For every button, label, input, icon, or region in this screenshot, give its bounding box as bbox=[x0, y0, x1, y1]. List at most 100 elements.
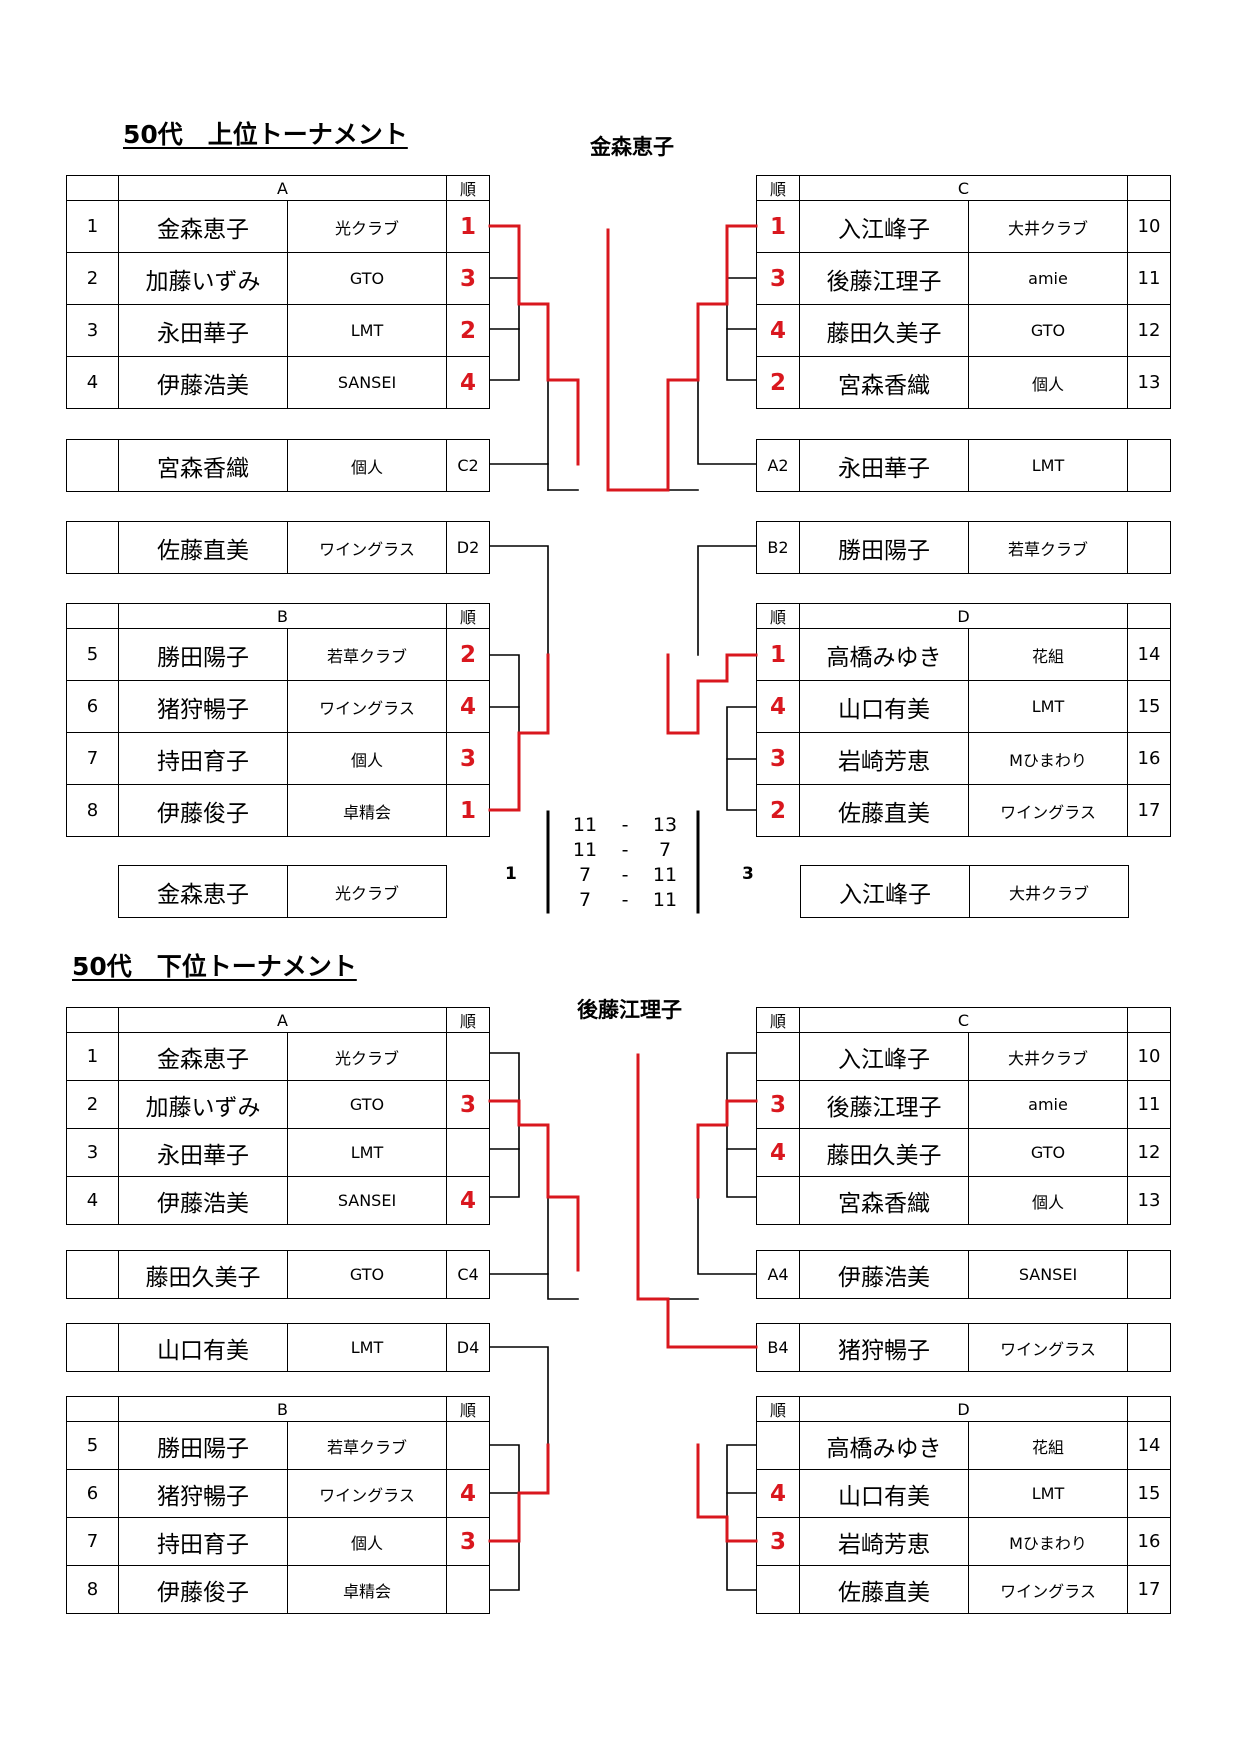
player-rank: 3 bbox=[446, 252, 490, 305]
player-rank: 3 bbox=[446, 732, 490, 785]
player-club: 個人 bbox=[287, 1517, 447, 1566]
player-name: 持田育子 bbox=[118, 732, 288, 785]
seed-label: A4 bbox=[756, 1250, 800, 1299]
player-club: 花組 bbox=[968, 628, 1128, 681]
final-right-games: 3 bbox=[742, 864, 754, 884]
player-name: 伊藤浩美 bbox=[118, 1176, 288, 1225]
player-number: 17 bbox=[1127, 784, 1171, 837]
player-club: amie bbox=[968, 1080, 1128, 1129]
player-number: 3 bbox=[66, 1128, 119, 1177]
player-number: 13 bbox=[1127, 356, 1171, 409]
seed-label: D4 bbox=[446, 1323, 490, 1372]
player-name: 佐藤直美 bbox=[799, 1565, 969, 1614]
player-name: 猪狩暢子 bbox=[118, 1469, 288, 1518]
player-name: 金森恵子 bbox=[118, 200, 288, 253]
player-club: 光クラブ bbox=[287, 865, 447, 918]
player-rank: 4 bbox=[446, 356, 490, 409]
player-rank bbox=[756, 1565, 800, 1614]
rank-header: 順 bbox=[756, 1396, 800, 1422]
player-club: LMT bbox=[287, 304, 447, 357]
player-rank: 4 bbox=[756, 304, 800, 357]
player-club: 若草クラブ bbox=[968, 521, 1128, 574]
player-name: 猪狩暢子 bbox=[118, 680, 288, 733]
player-name: 山口有美 bbox=[799, 680, 969, 733]
seed-label: B2 bbox=[756, 521, 800, 574]
seed-label: C2 bbox=[446, 439, 490, 492]
player-name: 伊藤俊子 bbox=[118, 1565, 288, 1614]
player-number: 10 bbox=[1127, 1032, 1171, 1081]
player-number: 16 bbox=[1127, 732, 1171, 785]
player-name: 宮森香織 bbox=[799, 356, 969, 409]
upper-title: 50代 上位トーナメント bbox=[123, 120, 408, 149]
player-name: 山口有美 bbox=[118, 1323, 288, 1372]
player-name: 伊藤俊子 bbox=[118, 784, 288, 837]
player-club: GTO bbox=[287, 1250, 447, 1299]
player-name: 金森恵子 bbox=[118, 1032, 288, 1081]
player-club: GTO bbox=[287, 1080, 447, 1129]
player-number: 4 bbox=[66, 1176, 119, 1225]
player-club: SANSEI bbox=[287, 1176, 447, 1225]
player-name: 伊藤浩美 bbox=[118, 356, 288, 409]
player-name: 宮森香織 bbox=[118, 439, 288, 492]
player-club: LMT bbox=[287, 1323, 447, 1372]
player-name: 佐藤直美 bbox=[799, 784, 969, 837]
player-name: 高橋みゆき bbox=[799, 1421, 969, 1470]
player-name: 猪狩暢子 bbox=[799, 1323, 969, 1372]
player-name: 高橋みゆき bbox=[799, 628, 969, 681]
game-score: 11-7 bbox=[572, 839, 672, 861]
player-number: 13 bbox=[1127, 1176, 1171, 1225]
player-name: 岩崎芳恵 bbox=[799, 732, 969, 785]
player-club: SANSEI bbox=[968, 1250, 1128, 1299]
player-rank: 1 bbox=[446, 200, 490, 253]
lower-title: 50代 下位トーナメント bbox=[72, 952, 357, 981]
final-scores: 11-13 11-7 7-11 7-11 bbox=[565, 813, 685, 913]
player-name: 藤田久美子 bbox=[799, 1128, 969, 1177]
player-name: 入江峰子 bbox=[800, 865, 970, 918]
player-name: 勝田陽子 bbox=[118, 1421, 288, 1470]
player-name: 永田華子 bbox=[799, 439, 969, 492]
player-club: 卓精会 bbox=[287, 784, 447, 837]
lower-bracket-red-lines bbox=[488, 1053, 758, 1543]
player-club: ワイングラス bbox=[287, 521, 447, 574]
player-club: ワイングラス bbox=[287, 1469, 447, 1518]
player-number: 14 bbox=[1127, 1421, 1171, 1470]
player-number: 8 bbox=[66, 1565, 119, 1614]
game-score: 11-13 bbox=[572, 814, 678, 836]
player-club: 個人 bbox=[287, 439, 447, 492]
player-rank: 2 bbox=[446, 628, 490, 681]
player-club: ワイングラス bbox=[968, 1323, 1128, 1372]
player-club: amie bbox=[968, 252, 1128, 305]
player-club: 個人 bbox=[968, 356, 1128, 409]
player-number: 17 bbox=[1127, 1565, 1171, 1614]
player-rank: 4 bbox=[446, 1176, 490, 1225]
player-name: 伊藤浩美 bbox=[799, 1250, 969, 1299]
rank-header: 順 bbox=[756, 603, 800, 629]
player-club: 若草クラブ bbox=[287, 628, 447, 681]
player-rank: 3 bbox=[446, 1080, 490, 1129]
lower-bracket-black-lines bbox=[489, 1052, 757, 1591]
